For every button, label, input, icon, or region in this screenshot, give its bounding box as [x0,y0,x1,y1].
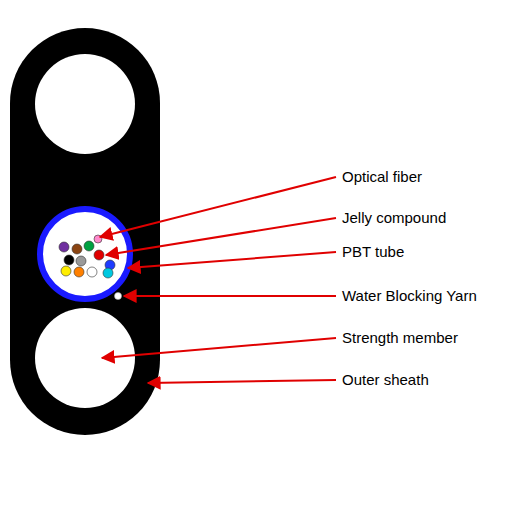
callout-label: PBT tube [342,243,404,261]
callout-label: Water Blocking Yarn [342,287,477,305]
strength-member [35,54,135,154]
strength-member [35,308,135,408]
callout-label: Optical fiber [342,168,422,186]
water-blocking-yarn [115,293,122,300]
optical-fibers [59,235,115,278]
outer-sheath [10,28,160,435]
callout-label: Strength member [342,329,458,347]
leader-lines [100,177,336,383]
callout-label: Jelly compound [342,209,446,227]
callout-label: Outer sheath [342,371,429,389]
